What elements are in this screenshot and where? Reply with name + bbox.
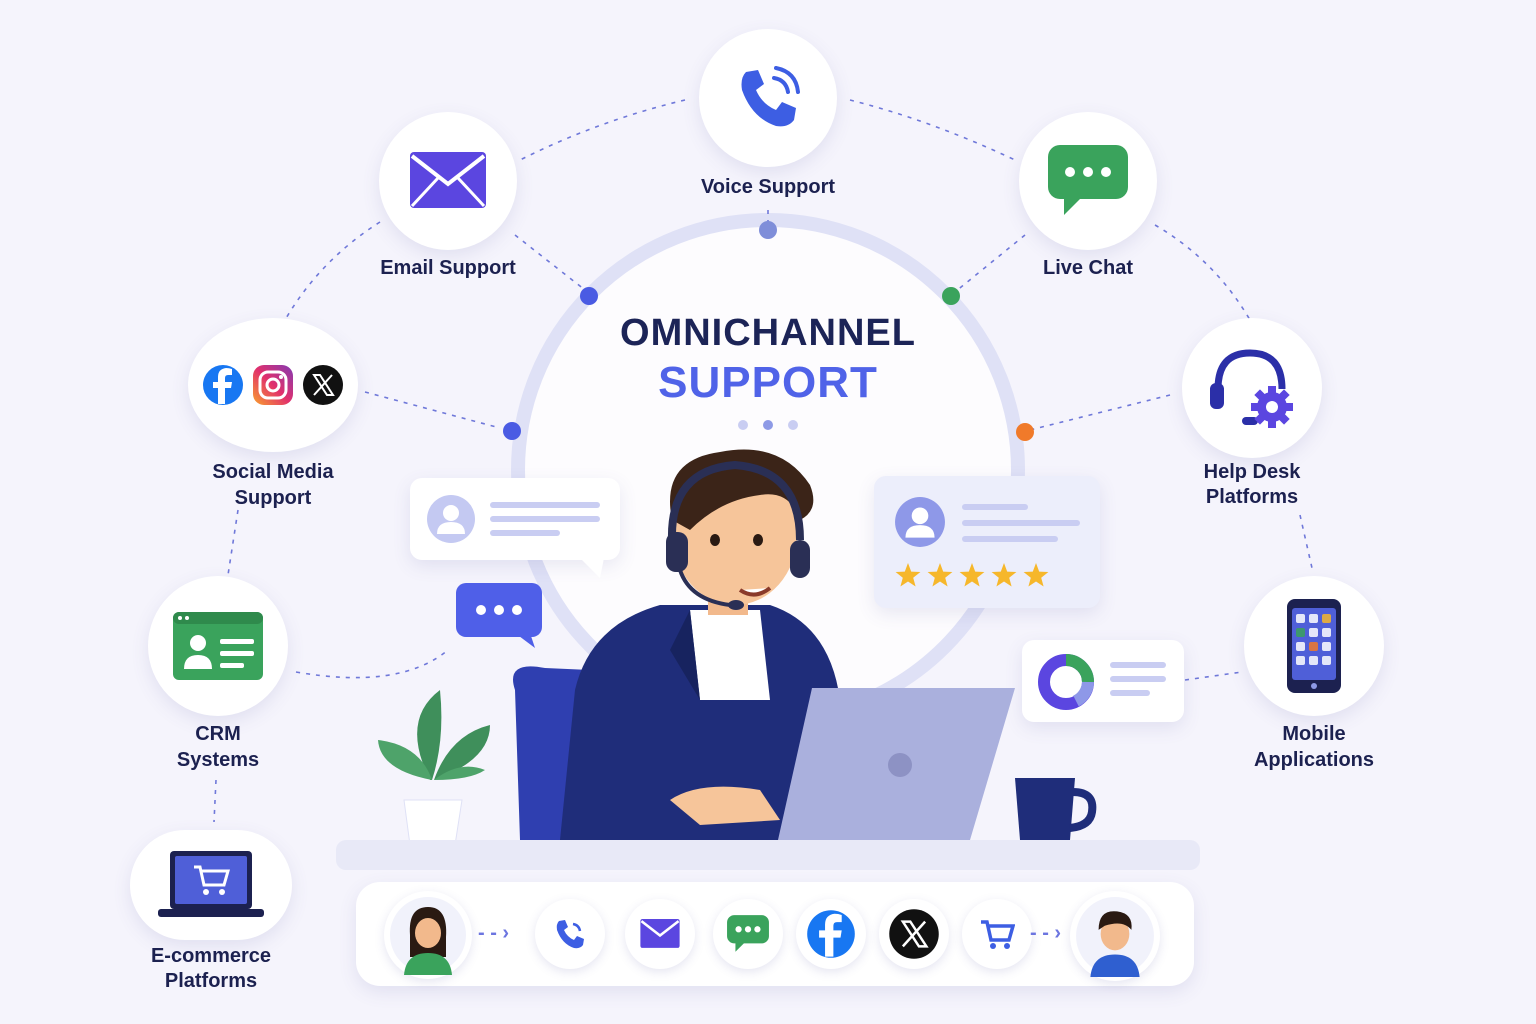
headset-gear-icon	[1210, 349, 1293, 428]
social-media-label-2: Support	[234, 487, 312, 509]
card-tail	[580, 558, 604, 578]
x-icon	[889, 909, 939, 959]
star-icon	[959, 563, 985, 587]
envelope-icon	[640, 919, 680, 948]
crm-label-1: CRM	[195, 723, 241, 745]
help-desk-label-1: Help Desk	[1203, 461, 1301, 483]
chat-bubble-icon	[727, 915, 769, 952]
mobile-label-1: Mobile	[1282, 723, 1346, 745]
flow-voice-node[interactable]	[535, 899, 605, 969]
mobile-apps-node[interactable]	[1244, 576, 1384, 716]
resolved-customer-avatar	[1070, 891, 1160, 981]
chat-bubble-icon	[456, 583, 542, 648]
flow-arrow: - - ›	[1030, 922, 1062, 944]
crm-label-2: Systems	[176, 749, 260, 771]
star-icon	[927, 563, 953, 587]
live-chat-label: Live Chat	[1042, 257, 1134, 279]
rating-card	[874, 476, 1100, 608]
donut-chart-icon	[1038, 654, 1094, 710]
social-media-node[interactable]	[188, 318, 358, 452]
message-card-left	[410, 478, 620, 560]
flow-chat-node[interactable]	[713, 899, 783, 969]
flow-x-node[interactable]	[879, 899, 949, 969]
ecommerce-label-2: Platforms	[164, 970, 258, 992]
facebook-icon	[203, 365, 243, 405]
voice-support-node[interactable]	[699, 29, 837, 167]
support-agent-illustration	[336, 449, 1200, 870]
title-line-1: OMNICHANNEL	[620, 312, 916, 354]
help-desk-label-2: Platforms	[1205, 486, 1299, 508]
facebook-icon	[807, 910, 855, 958]
analytics-card	[1022, 640, 1184, 722]
phone-icon	[741, 66, 800, 127]
flow-email-node[interactable]	[625, 899, 695, 969]
star-icon	[895, 563, 921, 587]
help-desk-node[interactable]	[1182, 318, 1322, 458]
phone-icon	[556, 920, 584, 949]
x-icon	[303, 365, 343, 405]
mobile-label-2: Applications	[1253, 749, 1375, 771]
star-icon	[991, 563, 1017, 587]
chat-bubble-icon	[1048, 145, 1128, 215]
star-icon	[1023, 563, 1049, 587]
live-chat-node[interactable]	[1019, 112, 1157, 250]
shopping-cart-icon	[981, 920, 1015, 949]
user-avatar-icon	[427, 495, 475, 543]
crm-systems-node[interactable]	[148, 576, 288, 716]
user-avatar-icon	[895, 497, 945, 547]
flow-arrow: - - ›	[478, 922, 510, 944]
email-support-node[interactable]	[379, 112, 517, 250]
star-rating	[895, 563, 1049, 587]
laptop-cart-icon	[158, 851, 264, 917]
flow-cart-node[interactable]	[962, 899, 1032, 969]
social-media-label-1: Social Media	[212, 461, 334, 483]
smartphone-icon	[1287, 599, 1341, 693]
ecommerce-label-1: E-commerce	[150, 945, 272, 967]
customer-avatar	[384, 891, 472, 979]
instagram-icon	[253, 365, 293, 405]
title-line-2: SUPPORT	[658, 358, 878, 407]
envelope-icon	[410, 152, 486, 208]
voice-support-label: Voice Support	[700, 176, 836, 198]
contact-card-icon	[173, 612, 263, 680]
flow-facebook-node[interactable]	[796, 899, 866, 969]
ecommerce-node[interactable]	[130, 830, 292, 940]
email-support-label: Email Support	[380, 257, 516, 279]
